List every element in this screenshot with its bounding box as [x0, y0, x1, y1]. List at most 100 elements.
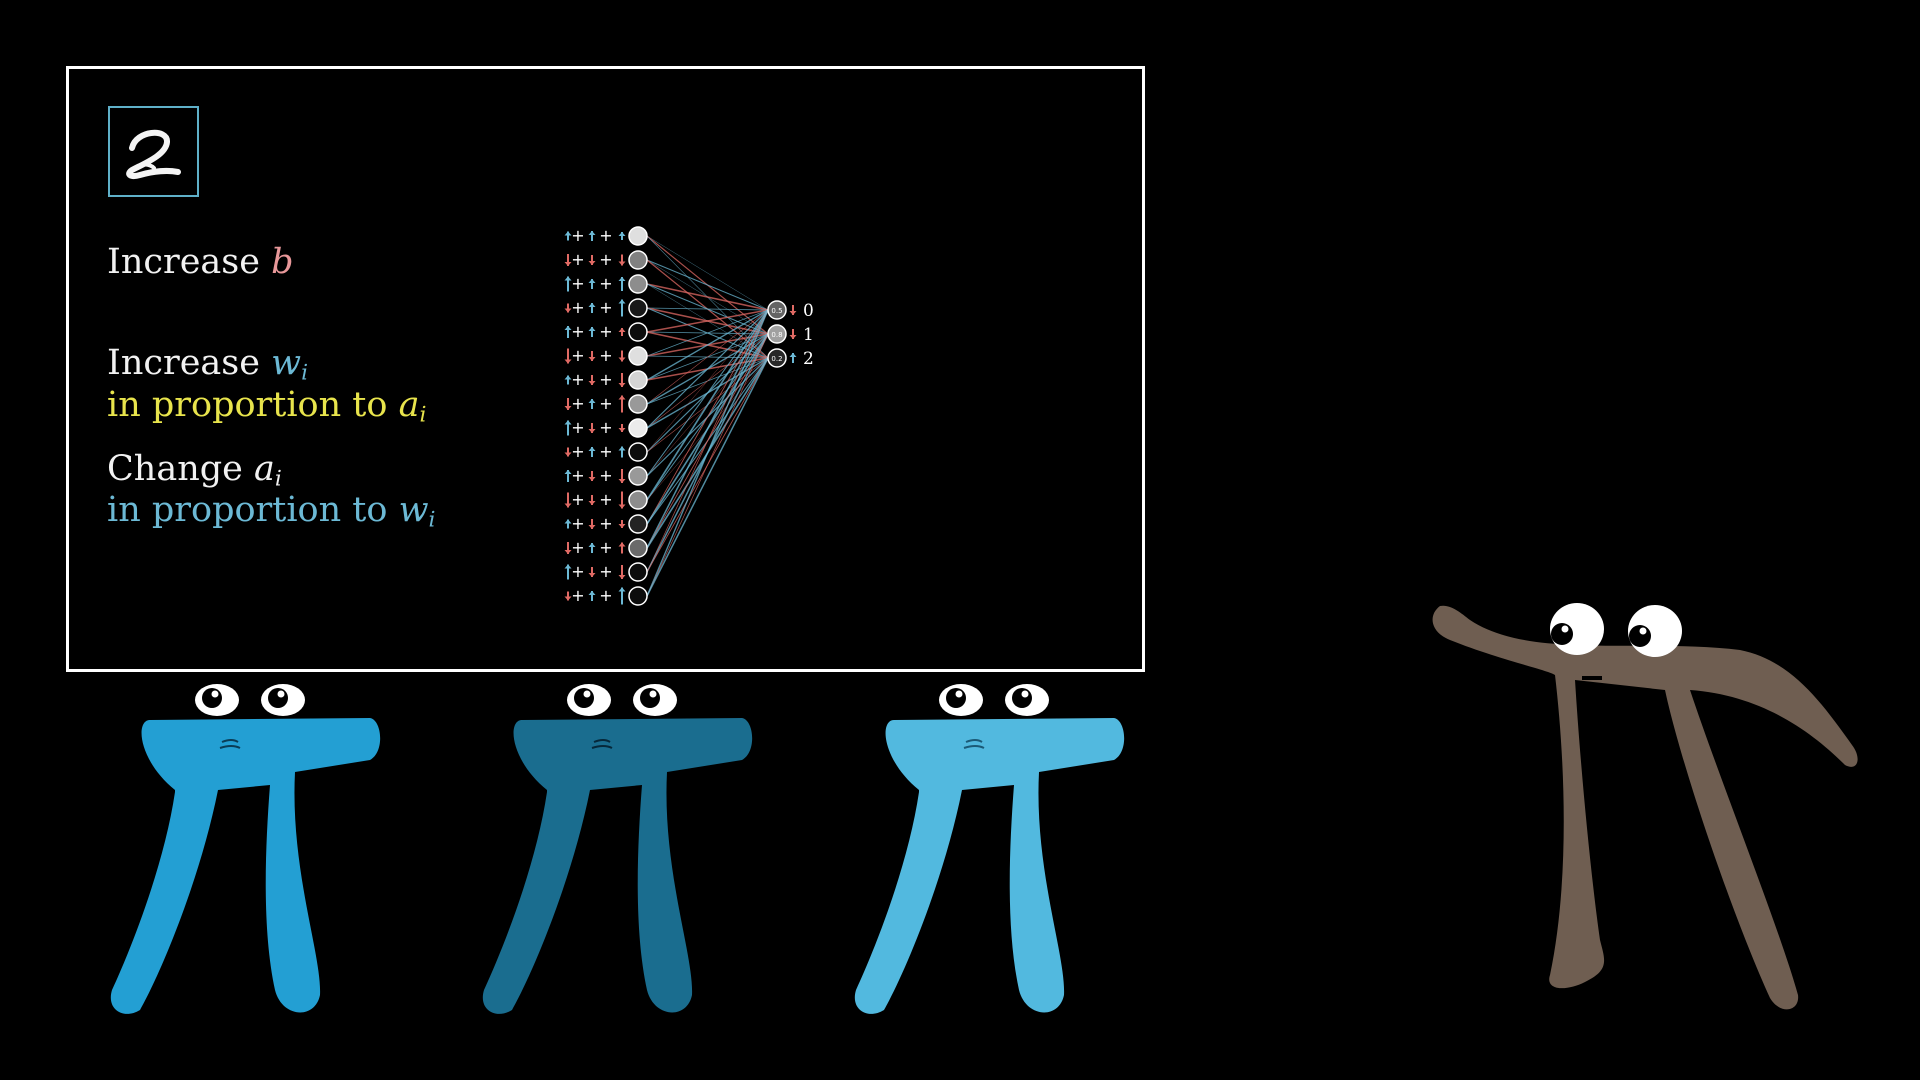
plus-sign: +	[571, 442, 584, 461]
plus-sign: +	[571, 418, 584, 437]
input-neuron	[628, 514, 648, 534]
nudge-arrowhead	[564, 231, 572, 236]
change-activation-word: Change	[107, 449, 243, 489]
nudge-arrowhead	[564, 503, 572, 508]
input-neuron	[628, 538, 648, 558]
plus-sign: +	[599, 226, 612, 245]
proportion-weight-variable: w	[398, 490, 429, 530]
plus-sign: +	[599, 394, 612, 413]
input-neuron	[628, 442, 648, 462]
input-neuron-row: ++	[564, 346, 648, 366]
nudge-arrowhead	[564, 452, 572, 457]
proportion-weight-subscript: i	[428, 507, 436, 533]
plus-sign: +	[599, 250, 612, 269]
nudge-arrowhead	[618, 504, 626, 509]
nudge-arrowhead	[564, 596, 572, 601]
change-activation-variable: a	[254, 449, 275, 489]
nudge-arrowhead	[789, 353, 797, 357]
nudge-arrowhead	[588, 303, 596, 307]
input-neuron-row: ++	[564, 514, 648, 534]
nudge-arrowhead	[588, 447, 596, 451]
input-neuron-row: ++	[564, 322, 648, 342]
nudge-arrowhead	[588, 279, 596, 283]
input-neuron-row: ++	[564, 418, 648, 438]
weight-edge	[646, 259, 769, 311]
plus-sign: +	[599, 370, 612, 389]
nudge-arrowhead	[618, 383, 626, 387]
nudge-arrowhead	[564, 276, 572, 281]
nudge-arrowhead	[564, 375, 572, 380]
plus-sign: +	[599, 442, 612, 461]
nudge-arrowhead	[564, 470, 572, 474]
plus-sign: +	[599, 346, 612, 365]
nudge-arrowhead	[618, 575, 626, 579]
nudge-arrowhead	[564, 550, 572, 554]
digit-two-icon	[126, 129, 181, 180]
nudge-arrowhead	[564, 326, 572, 330]
nudge-arrowhead	[564, 420, 572, 425]
input-neuron-row: ++	[564, 442, 648, 462]
input-layer: ++++++++++++++++++++++++++++++++	[564, 226, 648, 606]
plus-sign: +	[571, 298, 584, 317]
nudge-arrowhead	[588, 357, 596, 361]
input-neuron	[628, 346, 648, 366]
weight-edge	[646, 235, 769, 311]
weight-edge	[646, 307, 769, 311]
input-neuron-row: ++	[564, 466, 648, 486]
output-activation-value: 0.2	[771, 355, 782, 363]
weight-edge	[646, 309, 769, 357]
weight-edge	[646, 309, 769, 501]
plus-sign: +	[571, 394, 584, 413]
input-neuron	[628, 322, 648, 342]
pi-body	[1432, 605, 1858, 1010]
nudge-arrowhead	[564, 564, 572, 569]
nudge-arrowhead	[564, 519, 572, 524]
plus-sign: +	[599, 274, 612, 293]
weight-edge	[646, 309, 769, 453]
pi-eyes	[939, 684, 1049, 716]
output-digit-label: 1	[803, 325, 814, 345]
weight-edge	[646, 309, 769, 573]
input-neuron-row: ++	[564, 274, 648, 294]
nudge-arrowhead	[789, 311, 797, 315]
nudge-arrowhead	[618, 277, 626, 281]
nudge-arrowhead	[618, 395, 626, 400]
change-activation-line: Change ai	[107, 452, 282, 490]
increase-bias-line: Increase b	[107, 245, 294, 280]
increase-weight-line: Increase wi	[107, 346, 308, 384]
plus-sign: +	[571, 586, 584, 605]
plus-sign: +	[599, 466, 612, 485]
nudge-arrowhead	[618, 524, 626, 528]
nudge-arrowhead	[618, 299, 626, 304]
input-neuron	[628, 274, 648, 294]
plus-sign: +	[599, 538, 612, 557]
activation-subscript: i	[419, 402, 427, 428]
activation-variable: a	[398, 385, 420, 425]
weight-edge	[646, 309, 769, 381]
plus-sign: +	[599, 586, 612, 605]
output-digit-label: 0	[803, 301, 814, 321]
nudge-arrowhead	[618, 357, 626, 362]
nudge-arrowhead	[588, 591, 596, 595]
proportion-activation-text: in proportion to	[107, 385, 388, 425]
nudge-arrowhead	[588, 381, 596, 385]
proportion-weight-line: in proportion to wi	[107, 493, 435, 531]
plus-sign: +	[571, 490, 584, 509]
output-activation-value: 0.5	[771, 307, 782, 315]
nudge-arrowhead	[588, 477, 596, 481]
nudge-arrowhead	[618, 542, 626, 547]
nudge-arrowhead	[618, 261, 626, 266]
nudge-arrowhead	[564, 308, 572, 313]
plus-sign: +	[571, 346, 584, 365]
lesson-screen: Increase b Increase wi in proportion to …	[66, 66, 1145, 672]
weight-edge	[646, 309, 769, 429]
pi-eyes	[195, 684, 305, 716]
plus-sign: +	[571, 274, 584, 293]
plus-sign: +	[571, 466, 584, 485]
nudge-arrowhead	[588, 399, 596, 403]
nudge-arrowhead	[588, 429, 596, 433]
plus-sign: +	[571, 538, 584, 557]
nudge-arrowhead	[564, 359, 572, 364]
weight-edge	[646, 309, 769, 549]
